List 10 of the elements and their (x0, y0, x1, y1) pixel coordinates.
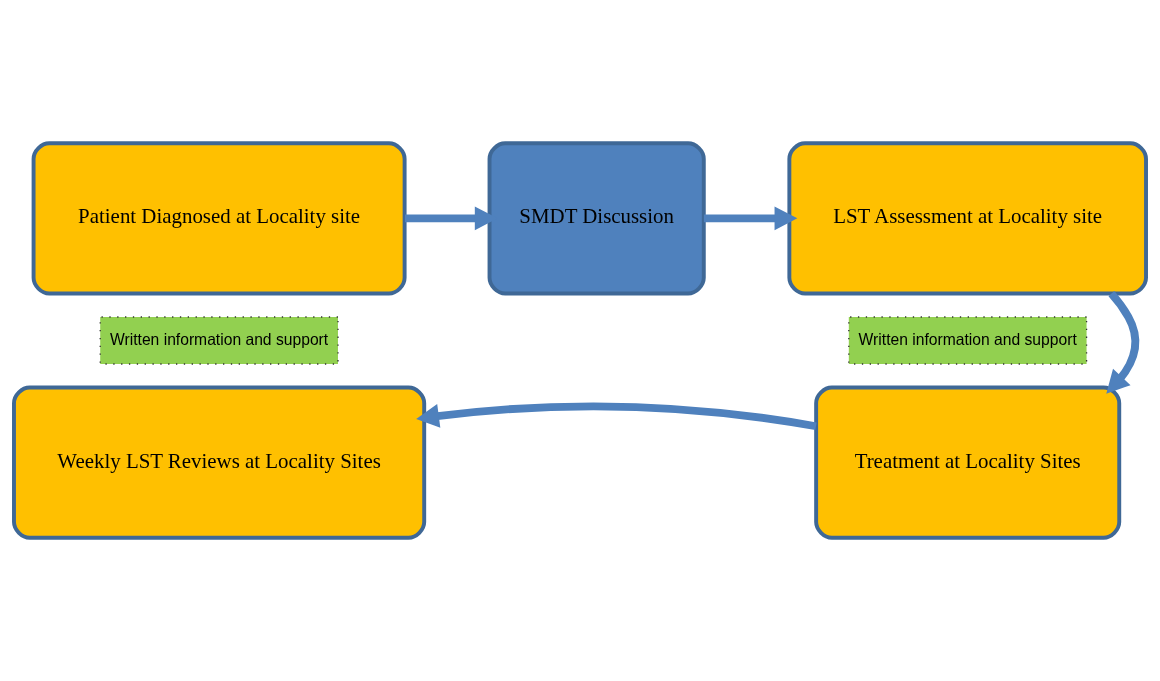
node-box: Weekly LST Reviews at Locality Sites (12, 385, 427, 540)
node-box: Written information and support (848, 316, 1088, 365)
node-box: SMDT Discussion (487, 141, 706, 296)
arrow (703, 206, 798, 231)
arrow (1106, 291, 1140, 394)
node-box: Written information and support (99, 316, 339, 365)
node-box: Treatment at Locality Sites (814, 385, 1122, 540)
node-box: Patient Diagnosed at Locality site (31, 141, 407, 296)
arrow (416, 402, 817, 431)
node-box: LST Assessment at Locality site (787, 141, 1148, 296)
